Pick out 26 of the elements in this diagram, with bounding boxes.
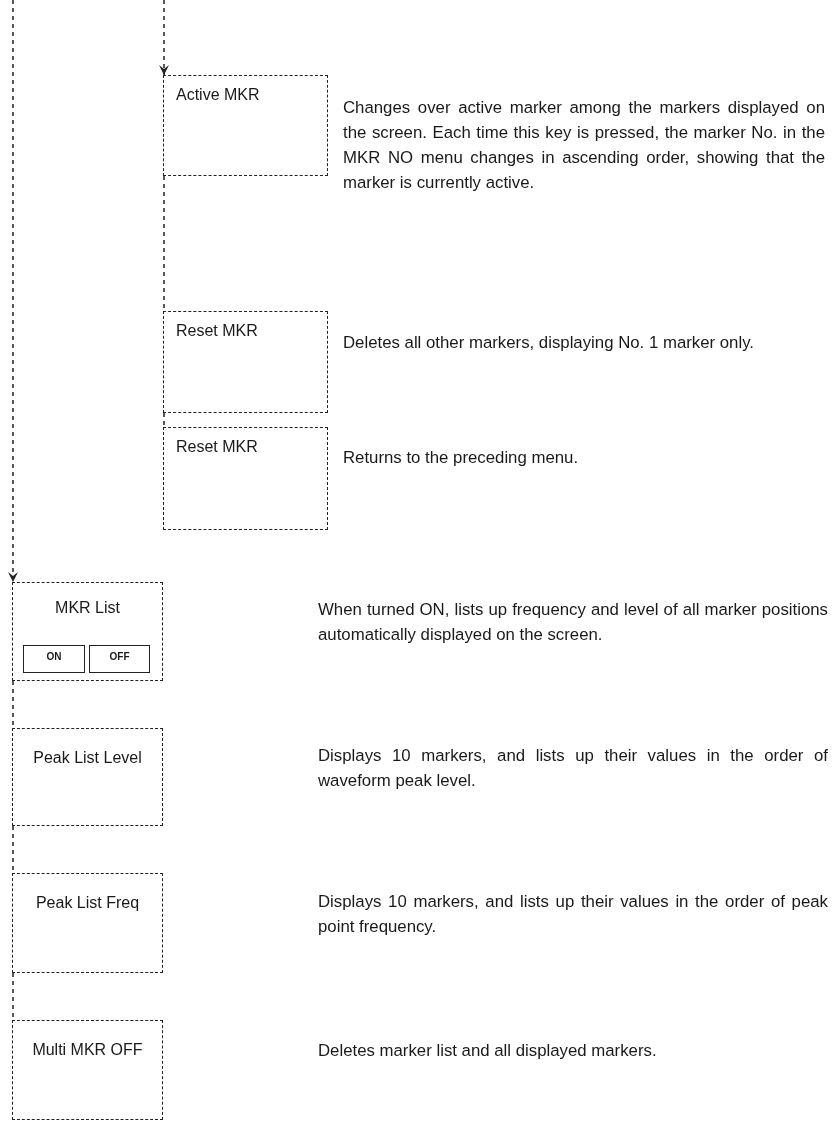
connector-line [8,0,18,583]
connector-line [163,412,165,428]
softkey-box [163,311,328,413]
softkey-box [163,75,328,176]
key-label: Peak List Level [32,748,143,768]
key-label: Peak List Freq [34,893,141,913]
toggle-option: OFF [89,645,150,673]
key-label: Reset MKR [175,437,259,457]
softkey-box [12,1020,163,1120]
softkey-box [12,873,163,973]
key-label: Active MKR [175,85,261,105]
description-text: Deletes marker list and all displayed markers. [318,1040,658,1062]
softkey-box [12,728,163,826]
description-text: Displays 10 markers, and lists up their values in the order of waveform peak level. [318,745,828,792]
key-label: Reset MKR [175,321,259,341]
key-label: MKR List [54,598,121,618]
softkey-box [163,427,328,530]
softkey-box [12,582,163,681]
description-text: Changes over active marker among the markers displayed on the screen. Each time this key is pressed, the marker No. in the MKR NO menu changes in ascending order, showing that the marker is currently active. [343,97,825,194]
connector-line [159,0,169,76]
key-label: Multi MKR OFF [31,1040,144,1060]
description-text: When turned ON, lists up frequency and level of all marker positions automatically displayed on the screen. [318,599,828,646]
description-text: Displays 10 markers, and lists up their values in the order of peak point frequency. [318,891,828,938]
description-text: Deletes all other markers, displaying No. 1 marker only. [343,332,755,354]
description-text: Returns to the preceding menu. [343,447,580,469]
toggle-option: ON [23,645,85,673]
